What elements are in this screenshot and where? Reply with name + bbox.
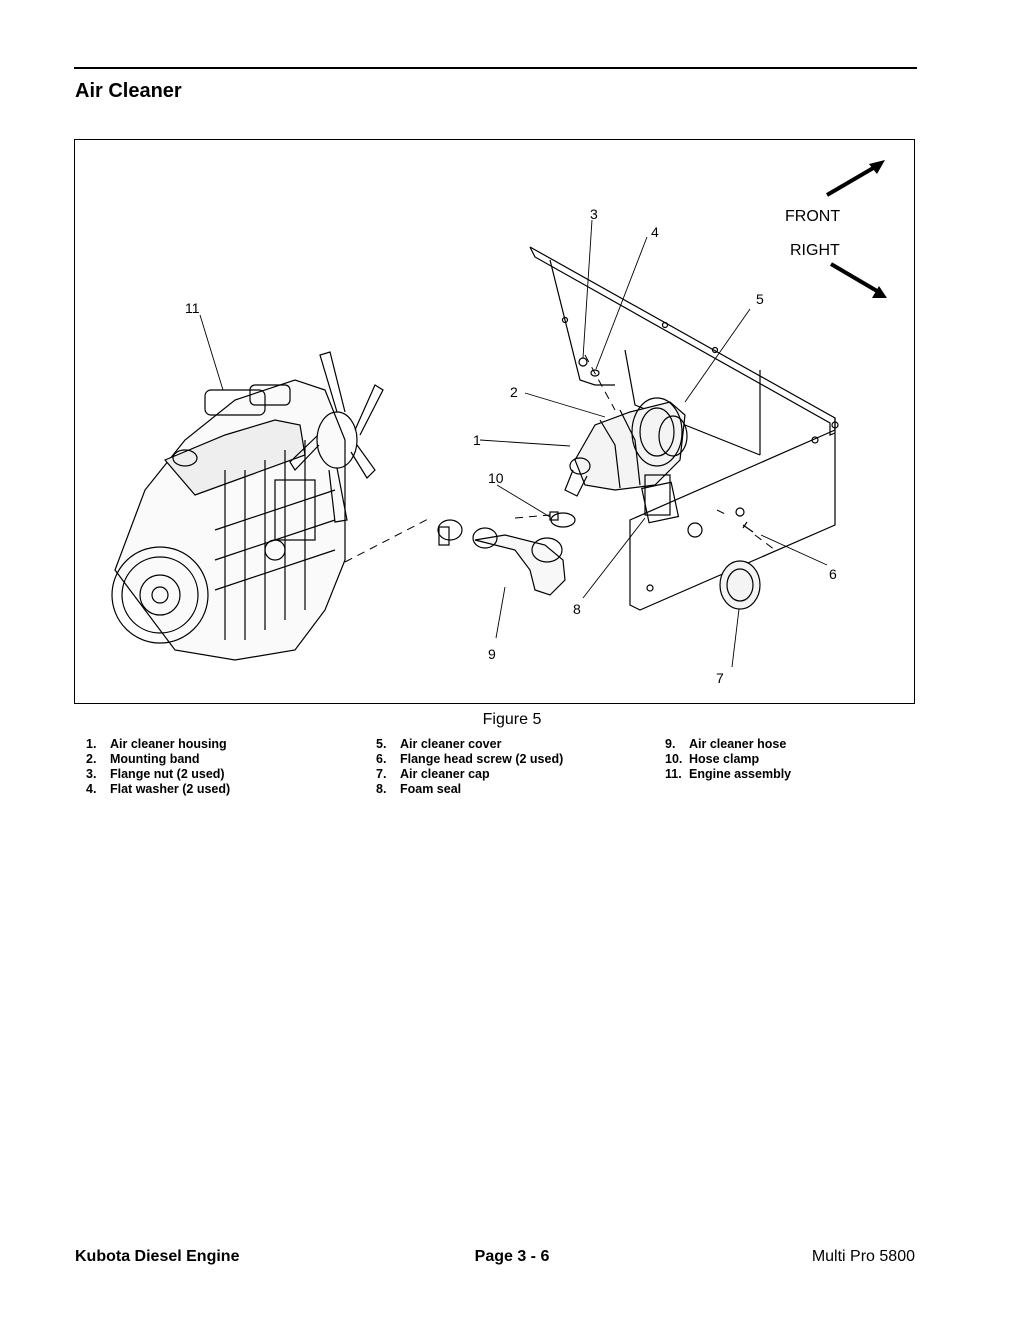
flange-head-screw-drawing <box>742 521 754 533</box>
callout-6: 6 <box>829 566 837 582</box>
air-cleaner-housing-drawing <box>564 397 686 516</box>
mounting-frame-drawing <box>529 246 839 611</box>
legend-item: 7.Air cleaner cap <box>376 767 490 781</box>
front-direction-label: FRONT <box>785 208 840 225</box>
footer-product-name: Multi Pro 5800 <box>811 1248 915 1265</box>
callout-10: 10 <box>488 470 504 486</box>
figure-frame: FRONT RIGHT 1 2 3 4 5 6 7 8 9 10 11 <box>74 139 915 704</box>
callout-3: 3 <box>590 206 598 222</box>
fan-drawing <box>289 351 384 523</box>
legend-item: 3.Flange nut (2 used) <box>86 767 225 781</box>
flange-nut-drawing <box>578 357 588 367</box>
right-arrow <box>829 262 887 298</box>
section-title: Air Cleaner <box>75 80 182 102</box>
callout-5: 5 <box>756 291 764 307</box>
legend-column-2: 5.Air cleaner cover 6.Flange head screw … <box>376 737 563 797</box>
air-cleaner-cap-drawing <box>719 560 761 610</box>
top-rule <box>74 67 917 69</box>
legend-column-1: 1.Air cleaner housing 2.Mounting band 3.… <box>86 737 230 797</box>
callout-4: 4 <box>651 224 659 240</box>
air-cleaner-cover-drawing <box>658 415 688 457</box>
callout-1: 1 <box>473 432 481 448</box>
legend-item: 4.Flat washer (2 used) <box>86 782 231 796</box>
callout-11: 11 <box>185 300 200 316</box>
footer-page-number: Page 3 - 6 <box>474 1248 550 1265</box>
engine-assembly-drawing <box>111 351 384 661</box>
callout-9: 9 <box>488 646 496 662</box>
hose-clamp-drawing <box>437 511 576 546</box>
right-direction-label: RIGHT <box>790 242 840 259</box>
callout-7: 7 <box>716 670 724 686</box>
legend-column-3: 9.Air cleaner hose 10.Hose clamp 11.Engi… <box>665 737 791 782</box>
callout-8: 8 <box>573 601 581 617</box>
legend-item: 1.Air cleaner housing <box>86 737 227 751</box>
figure-caption: Figure 5 <box>482 711 542 728</box>
legend-item: 6.Flange head screw (2 used) <box>376 752 564 766</box>
callout-2: 2 <box>510 384 518 400</box>
flat-washer-drawing <box>590 369 600 377</box>
foam-seal-drawing <box>641 481 680 524</box>
air-cleaner-hose-drawing <box>472 527 566 596</box>
legend-item: 5.Air cleaner cover <box>376 737 502 751</box>
footer-section-name: Kubota Diesel Engine <box>75 1248 240 1265</box>
legend-item: 11.Engine assembly <box>665 767 792 781</box>
legend-item: 10.Hose clamp <box>665 752 760 766</box>
exploded-view-illustration: FRONT RIGHT 1 2 3 4 5 6 7 8 9 10 11 <box>111 160 887 686</box>
legend-item: 2.Mounting band <box>86 752 200 766</box>
legend-item: 8.Foam seal <box>376 782 462 796</box>
front-arrow <box>825 160 885 197</box>
legend-item: 9.Air cleaner hose <box>665 737 787 751</box>
